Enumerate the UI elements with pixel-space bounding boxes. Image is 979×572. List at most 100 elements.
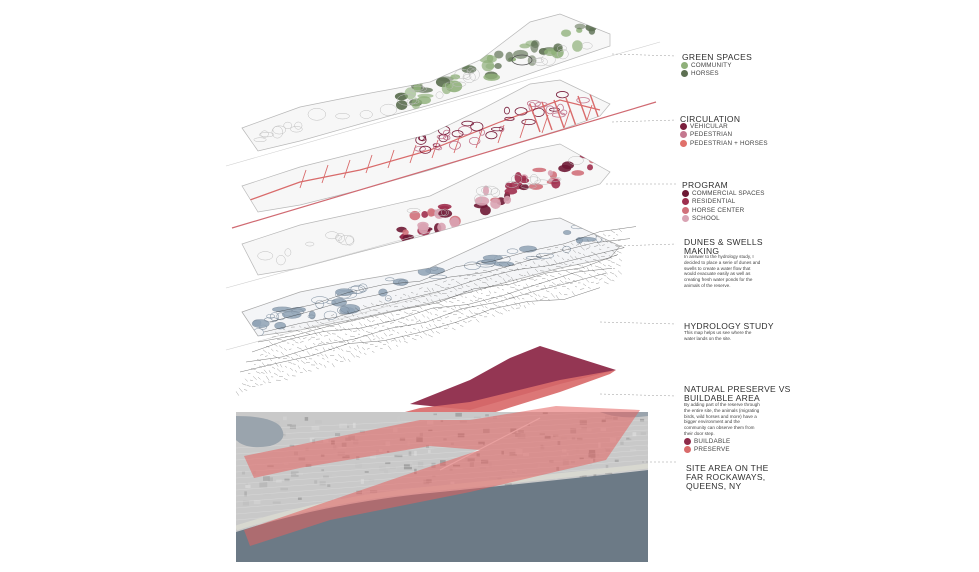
swell-pond <box>335 288 354 297</box>
terrain-outline <box>474 194 483 204</box>
building-footprint <box>433 413 437 416</box>
program-building <box>482 185 489 196</box>
flow-vector <box>246 384 251 387</box>
flow-vector <box>366 319 371 323</box>
flow-vector <box>458 306 463 311</box>
legend-item: BUILDABLE <box>684 438 730 445</box>
flow-vector <box>412 328 416 330</box>
program-building <box>582 148 594 159</box>
flow-vector <box>292 363 296 365</box>
circulation-loop <box>549 107 560 112</box>
flow-vector <box>602 264 606 267</box>
flow-vector <box>590 251 596 255</box>
flow-vector <box>493 291 497 293</box>
building-footprint <box>403 464 412 470</box>
legend-item: PEDESTRIAN + HORSES <box>680 139 768 147</box>
dunes-swells-title: MAKING <box>684 246 720 256</box>
flow-vector <box>552 270 557 272</box>
flow-vector <box>419 335 423 339</box>
flow-vector <box>382 313 387 318</box>
building-footprint <box>339 423 348 429</box>
flow-vector <box>472 295 477 298</box>
legend-item: PRESERVE <box>684 446 730 454</box>
flow-vector <box>463 307 468 310</box>
flow-vector <box>457 317 462 319</box>
legend-swatch <box>680 123 687 130</box>
flow-vector <box>491 314 495 317</box>
flow-vector <box>616 251 622 254</box>
circulation-loop <box>521 118 536 126</box>
flow-vector <box>542 296 548 298</box>
swell-pond <box>307 314 316 319</box>
flow-vector <box>567 248 571 251</box>
flow-vector <box>558 262 563 265</box>
flow-vector <box>393 337 398 342</box>
flow-vector <box>451 327 456 331</box>
flow-vector <box>277 357 281 359</box>
flow-vector <box>467 291 472 293</box>
flow-vector <box>280 351 285 356</box>
flow-vector <box>306 351 310 355</box>
building-footprint <box>289 444 295 447</box>
flow-vector <box>571 262 575 264</box>
water-flow-line <box>245 272 607 363</box>
building-footprint <box>245 484 251 489</box>
flow-vector <box>459 294 463 298</box>
flow-vector <box>559 279 564 284</box>
dunes-swells-description: In answer to the hydrology study, I deci… <box>684 254 761 288</box>
flow-vector <box>430 329 434 334</box>
flow-vector <box>537 294 541 298</box>
flow-vector <box>585 247 590 250</box>
building-footprint <box>485 414 489 417</box>
dune-outline <box>271 126 284 139</box>
flow-vector <box>334 328 339 331</box>
building-footprint <box>259 482 268 488</box>
building-footprint <box>397 416 401 421</box>
flow-vector <box>510 276 515 282</box>
circulation-title: CIRCULATION <box>680 114 741 124</box>
flow-vector <box>396 332 400 334</box>
flow-vector <box>476 278 482 281</box>
swell-pond <box>385 277 395 282</box>
flow-vector <box>609 272 615 275</box>
site-area-on-the-title: FAR ROCKAWAYS, <box>686 472 766 482</box>
flow-vector <box>467 320 472 323</box>
flow-vector <box>420 324 423 329</box>
flow-vector <box>521 298 525 300</box>
flow-vector <box>580 276 584 280</box>
flow-vector <box>293 352 299 356</box>
flow-vector <box>582 283 587 287</box>
flow-vector <box>344 333 348 335</box>
swell-pond <box>430 266 439 271</box>
legend-swatch <box>684 438 691 445</box>
building-footprint <box>384 469 389 474</box>
swell-pond <box>340 304 361 314</box>
flow-vector <box>337 323 342 328</box>
flow-vector <box>598 278 603 281</box>
green-space-patch <box>553 43 563 53</box>
dune-outline <box>541 53 556 66</box>
flow-vector <box>473 312 479 315</box>
flow-vector <box>298 355 302 359</box>
flow-vector <box>402 293 407 296</box>
building-footprint <box>630 448 636 452</box>
building-footprint <box>389 467 397 472</box>
flow-vector <box>367 336 372 342</box>
hydrology-layer <box>235 226 677 396</box>
flow-vector <box>260 372 265 374</box>
flow-vector <box>454 293 458 297</box>
flow-vector <box>263 369 268 374</box>
flow-vector <box>327 319 331 322</box>
flow-vector <box>575 243 580 246</box>
flow-vector <box>421 314 425 318</box>
flow-vector <box>310 336 315 338</box>
flow-vector <box>457 287 462 290</box>
flow-vector <box>455 281 461 285</box>
flow-vector <box>318 333 323 337</box>
flow-vector <box>496 286 500 289</box>
legend-swatch <box>682 190 689 197</box>
water-flow-line <box>251 268 613 353</box>
circulation-loop <box>576 97 590 104</box>
building-footprint <box>280 487 288 491</box>
flow-vector <box>389 322 395 324</box>
